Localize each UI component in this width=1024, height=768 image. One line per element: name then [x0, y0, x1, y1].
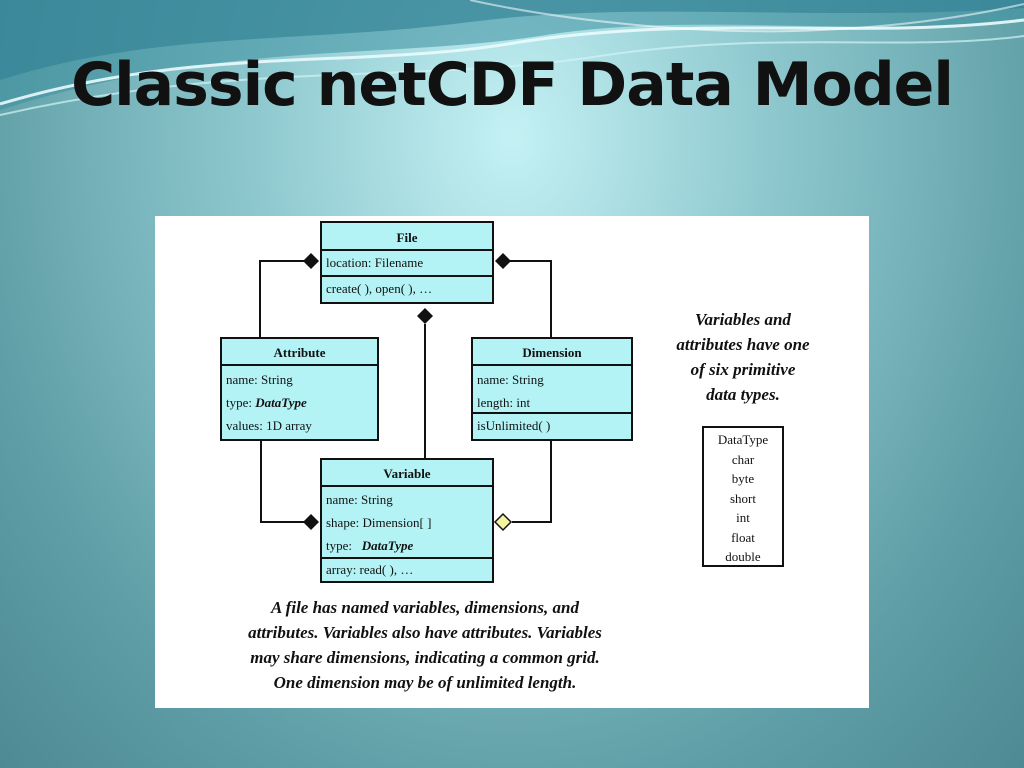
- side-note-line: Variables and: [695, 310, 791, 329]
- caption-line: One dimension may be of unlimited length…: [273, 673, 577, 692]
- attribute-fields-section: name: String type: DataType values: 1D a…: [222, 366, 377, 439]
- datatype-item: byte: [731, 471, 755, 486]
- caption-line: may share dimensions, indicating a commo…: [250, 648, 600, 667]
- attribute-class-box: Attribute name: String type: DataType va…: [220, 337, 379, 441]
- variable-class-name: Variable: [322, 460, 492, 487]
- file-attribute-diamond: [303, 253, 319, 269]
- attribute-field-type: type: DataType: [226, 395, 307, 410]
- variable-field-name: name: String: [326, 492, 393, 507]
- file-class-box: File location: Filename create( ), open(…: [320, 221, 494, 304]
- attribute-field-values: values: 1D array: [226, 418, 312, 433]
- dimension-fields-section: name: String length: int: [473, 366, 631, 414]
- file-method-create-open: create( ), open( ), …: [326, 281, 433, 296]
- variable-field-shape: shape: Dimension[ ]: [326, 515, 432, 530]
- dimension-method-isunlimited: isUnlimited( ): [477, 418, 551, 433]
- file-attributes-section: location: Filename: [322, 251, 492, 277]
- variable-field-type: type: DataType: [326, 538, 414, 553]
- datatype-item: short: [730, 490, 756, 506]
- dimension-field-name: name: String: [477, 372, 544, 387]
- file-variable-diamond: [417, 308, 433, 324]
- datatype-item: float: [731, 529, 755, 545]
- dimension-class-box: Dimension name: String length: int isUnl…: [471, 337, 633, 441]
- datatype-item: char: [731, 451, 755, 467]
- attribute-field-name: name: String: [226, 372, 293, 387]
- relationship-connectors: [259, 253, 552, 532]
- file-class-name: File: [322, 223, 492, 251]
- side-note-line: attributes have one: [676, 335, 810, 354]
- variable-attribute-connector: [260, 441, 305, 523]
- variable-methods-section: array: read( ), …: [322, 559, 492, 582]
- caption-line: A file has named variables, dimensions, …: [271, 598, 579, 617]
- datatype-item: double: [725, 549, 761, 564]
- file-dimension-diamond: [495, 253, 511, 269]
- dimension-field-length: length: int: [477, 395, 531, 410]
- side-note-line: of six primitive: [690, 360, 796, 379]
- file-attribute-location: location: Filename: [326, 255, 424, 270]
- file-attribute-connector: [259, 260, 305, 337]
- diagram-panel: File location: Filename create( ), open(…: [155, 216, 869, 708]
- variable-method-read: array: read( ), …: [326, 562, 414, 577]
- datatype-item: int: [736, 510, 750, 525]
- variable-dimension-diamond: [493, 512, 513, 532]
- dimension-methods-section: isUnlimited( ): [473, 414, 631, 439]
- variable-attribute-diamond: [303, 514, 319, 530]
- datatypes-side-note: Variables and attributes have one of six…: [643, 307, 843, 407]
- slide-title: Classic netCDF Data Model: [71, 50, 954, 120]
- datatype-list-box: DataType char byte short int float doubl…: [702, 426, 784, 567]
- variable-fields-section: name: String shape: Dimension[ ] type: D…: [322, 487, 492, 559]
- variable-class-box: Variable name: String shape: Dimension[ …: [320, 458, 494, 583]
- caption-line: attributes. Variables also have attribut…: [248, 623, 602, 642]
- attribute-class-name: Attribute: [222, 339, 377, 366]
- background-waves: [0, 0, 1024, 116]
- dimension-class-name: Dimension: [473, 339, 631, 366]
- datatype-list-header: DataType: [717, 432, 769, 447]
- side-note-line: data types.: [706, 385, 780, 404]
- variable-dimension-connector: [512, 441, 552, 523]
- file-dimension-connector: [510, 260, 552, 337]
- file-methods-section: create( ), open( ), …: [322, 277, 492, 302]
- diagram-caption: A file has named variables, dimensions, …: [185, 595, 665, 695]
- variable-type-datatype: DataType: [361, 538, 414, 553]
- attribute-type-datatype: DataType: [255, 395, 307, 410]
